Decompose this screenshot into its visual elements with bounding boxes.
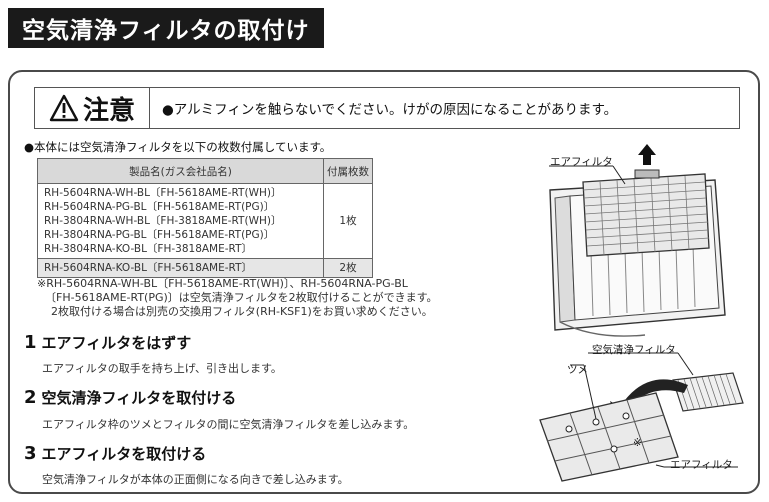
intro-text: ●本体には空気清浄フィルタを以下の枚数付属しています。 <box>24 140 332 154</box>
label-air-filter-bottom: エアフィルタ <box>670 459 733 471</box>
label-purifier-filter: 空気清浄フィルタ <box>592 344 676 356</box>
caution-text: ●アルミフィンを触らないでください。けがの原因になることがあります。 <box>162 102 618 118</box>
page-title-text: 空気清浄フィルタの取付け <box>22 18 310 44</box>
product-table: 製品名(ガス会社品名) 付属枚数 RH-5604RNA-WH-BL〔FH-561… <box>37 158 373 278</box>
step-number: 3 <box>24 443 37 464</box>
note-line: 2枚取付ける場合は別売の交換用フィルタ(RH-KSF1)をお買い求めください。 <box>51 305 433 318</box>
product-name: RH-5604RNA-PG-BL〔FH-5618AME-RT(PG)〕 <box>44 201 275 213</box>
heater-filter-illustration <box>549 144 726 337</box>
content-frame <box>8 70 760 494</box>
step-title: エアフィルタを取付ける <box>41 445 207 463</box>
note-line: ※RH-5604RNA-WH-BL〔FH-5618AME-RT(WH)〕、RH-… <box>37 277 408 290</box>
caution-label: 注意 <box>35 88 150 128</box>
step-title: エアフィルタをはずす <box>41 334 192 352</box>
label-asterisk: ※ <box>633 437 642 449</box>
step-number: 2 <box>24 387 37 408</box>
table-header-count: 付属枚数 <box>323 158 373 184</box>
product-name: RH-5604RNA-WH-BL〔FH-5618AME-RT(WH)〕 <box>44 187 282 199</box>
note-line: 〔FH-5618AME-RT(PG)〕は空気清浄フィルタを2枚取付けることができ… <box>45 291 438 304</box>
product-name: RH-3804RNA-KO-BL〔FH-3818AME-RT〕 <box>44 243 252 255</box>
step-title: 空気清浄フィルタを取付ける <box>41 389 237 407</box>
table-cell-count: 1枚 <box>323 183 373 259</box>
product-name: RH-3804RNA-PG-BL〔FH-5618AME-RT(PG)〕 <box>44 229 275 241</box>
label-tab: ツメ <box>567 364 588 376</box>
warning-triangle-icon <box>49 94 79 122</box>
step-number: 1 <box>24 332 37 353</box>
purifier-insert-illustration <box>539 352 744 482</box>
label-air-filter-top: エアフィルタ <box>550 156 613 168</box>
table-header-row: 製品名(ガス会社品名) 付属枚数 <box>37 158 373 184</box>
step-2-description: エアフィルタ枠のツメとフィルタの間に空気清浄フィルタを差し込みます。 <box>42 418 415 431</box>
caution-box: 注意 ●アルミフィンを触らないでください。けがの原因になることがあります。 <box>34 87 740 129</box>
table-row: RH-5604RNA-KO-BL〔FH-5618AME-RT〕 2枚 <box>37 258 373 278</box>
step-1-description: エアフィルタの取手を持ち上げ、引き出します。 <box>42 362 282 375</box>
table-header-product: 製品名(ガス会社品名) <box>37 158 324 184</box>
table-cell-products: RH-5604RNA-KO-BL〔FH-5618AME-RT〕 <box>37 258 324 278</box>
table-cell-count: 2枚 <box>323 258 373 278</box>
page-title: 空気清浄フィルタの取付け <box>8 8 324 48</box>
product-name: RH-3804RNA-WH-BL〔FH-3818AME-RT(WH)〕 <box>44 215 282 227</box>
step-3-description: 空気清浄フィルタが本体の正面側になる向きで差し込みます。 <box>42 473 349 486</box>
table-cell-products: RH-5604RNA-WH-BL〔FH-5618AME-RT(WH)〕 RH-5… <box>37 183 324 259</box>
table-row: RH-5604RNA-WH-BL〔FH-5618AME-RT(WH)〕 RH-5… <box>37 183 373 259</box>
note-block: ※RH-5604RNA-WH-BL〔FH-5618AME-RT(WH)〕、RH-… <box>37 277 507 319</box>
caution-word: 注意 <box>82 95 135 126</box>
product-name: RH-5604RNA-KO-BL〔FH-5618AME-RT〕 <box>44 262 252 274</box>
